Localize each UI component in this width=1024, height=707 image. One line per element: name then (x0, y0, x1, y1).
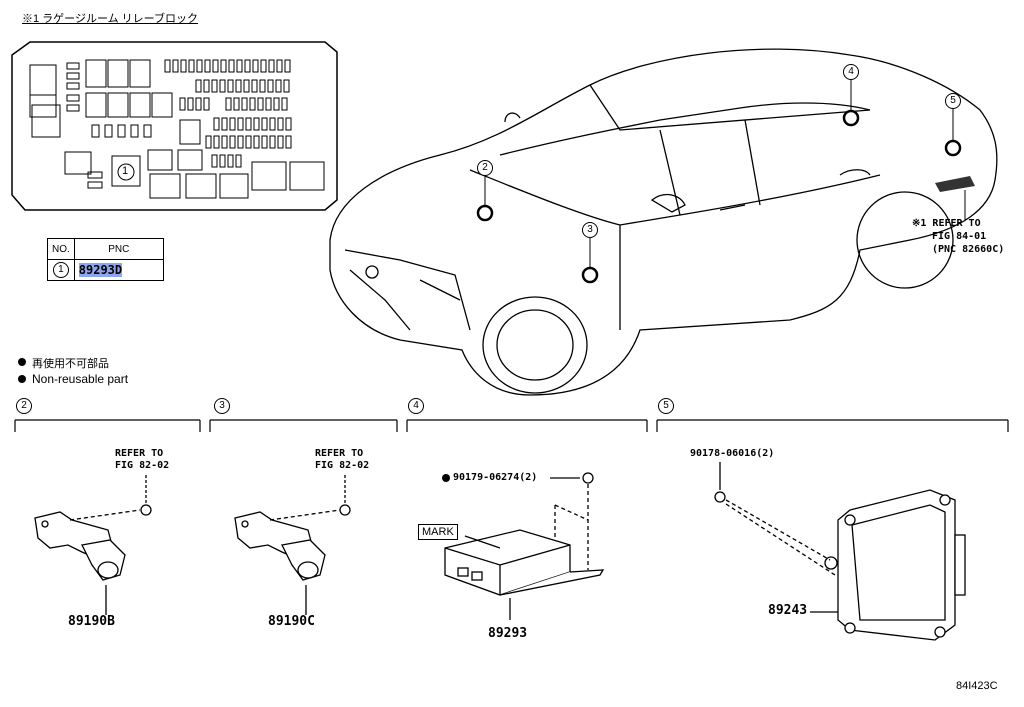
car-callout-markers (476, 109, 962, 284)
pnc-row-pnc-cell: 89293D (73, 259, 164, 281)
legend-jp: 再使用不可部品 (32, 358, 109, 370)
part-89293-label[interactable]: 89293 (488, 626, 528, 641)
refer-note-line2[interactable]: FIG 84-01 (932, 231, 987, 242)
mark-label: MARK (418, 524, 458, 540)
section-2-refer-line2[interactable]: FIG 82-02 (115, 460, 170, 471)
pnc-row-pnc-value[interactable]: 89293D (78, 263, 123, 277)
car-body-drawing (329, 48, 998, 396)
part-89243-label[interactable]: 89243 (768, 603, 808, 618)
relay-block-callout-circle (117, 163, 135, 181)
relay-block-callout-label: 1 (122, 165, 129, 177)
part-89190b-label[interactable]: 89190B (68, 614, 115, 629)
car-callout-4: 4 (843, 64, 859, 80)
section-3-refer-line2[interactable]: FIG 82-02 (315, 460, 370, 471)
sensor-89190b-drawing (34, 475, 152, 615)
refer-note-line1: ※1 REFER TO (912, 218, 981, 229)
refer-note-line3: (PNC 82660C) (932, 244, 1005, 255)
pnc-col-no: NO. (47, 238, 75, 260)
luggage-relay-block-marker (935, 176, 975, 192)
pnc-row-no: 1 (47, 259, 75, 281)
section-5-number: 5 (658, 398, 674, 414)
section-3-number: 3 (214, 398, 230, 414)
car-callout-2: 2 (477, 160, 493, 176)
module-89293-drawing (444, 472, 605, 620)
pnc-table: NO. PNC 1 89293D (47, 238, 164, 281)
section-3-refer-line1: REFER TO (315, 448, 364, 459)
pnc-col-pnc: PNC (73, 238, 164, 260)
fastener-90179-label[interactable]: 90179-06274(2) (453, 472, 538, 483)
section-2-number: 2 (16, 398, 32, 414)
car-callout-3: 3 (582, 222, 598, 238)
legend-dot-en (18, 375, 26, 383)
car-callout-leaders (484, 80, 966, 268)
relay-block-outline (11, 41, 338, 211)
relay-block-title: ※1 ラゲージルーム リレーブロック (22, 13, 199, 25)
legend-en: Non-reusable part (32, 372, 129, 386)
fastener-90178-label[interactable]: 90178-06016(2) (690, 448, 775, 459)
pnc-row-no-circle: 1 (52, 262, 69, 278)
section-brackets (14, 419, 1009, 432)
section-2-refer-line1: REFER TO (115, 448, 164, 459)
module-89243-drawing (714, 462, 966, 641)
relay-block-components (29, 59, 325, 199)
sensor-89190c-drawing (234, 475, 351, 615)
figure-code: 84I423C (956, 680, 998, 692)
legend-dot-jp (18, 358, 26, 366)
car-callout-5: 5 (945, 93, 961, 109)
section-4-number: 4 (408, 398, 424, 414)
non-reusable-dot-4 (442, 474, 450, 482)
part-89190c-label[interactable]: 89190C (268, 614, 315, 629)
